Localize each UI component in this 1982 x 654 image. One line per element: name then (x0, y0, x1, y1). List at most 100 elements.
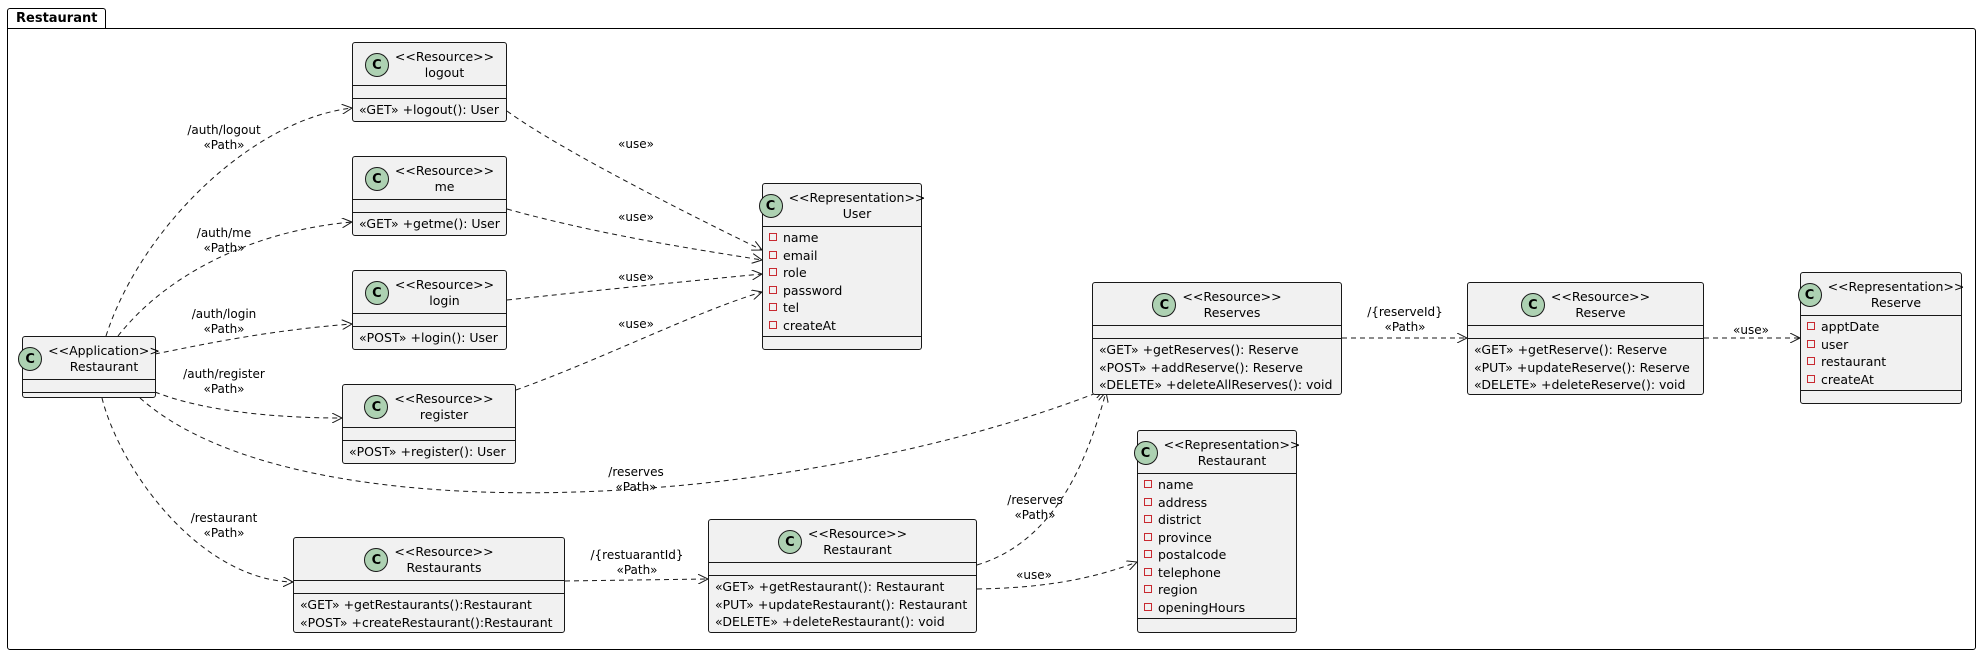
edge-label-use-register: «use» (618, 317, 654, 331)
class-resource-login[interactable]: C <<Resource>> login «POST» +login(): Us… (352, 270, 507, 350)
class-icon: C (758, 194, 783, 218)
class-resource-reserve[interactable]: C <<Resource>> Reserve «GET» +getReserve… (1467, 282, 1704, 395)
edge-label-use-logout: «use» (618, 137, 654, 151)
edge-label-auth-register: /auth/register«Path» (183, 367, 265, 396)
fields-section: apptDate user restaurant createAt (1801, 316, 1961, 391)
edge-label-restaurant: /restaurant«Path» (190, 511, 258, 540)
edge-label-auth-logout: /auth/logout«Path» (187, 123, 261, 152)
edge-label-restaurant-id: /{restuarantId}«Path» (590, 548, 684, 577)
method: «DELETE» +deleteAllReserves(): void (1099, 377, 1333, 392)
stereotype: <<Resource>> (394, 544, 494, 559)
fields-section: name email role password tel createAt (763, 227, 921, 337)
class-icon: C (364, 53, 389, 77)
edge-label-reserve-id: /{reserveId}«Path» (1367, 305, 1443, 334)
class-application-restaurant[interactable]: C <<Application>> Restaurant (18, 336, 160, 398)
stereotype: <<Representation>> (1163, 437, 1301, 452)
fields-section (343, 428, 515, 441)
class-icon: C (18, 347, 43, 371)
class-resource-register[interactable]: C <<Resource>> register «POST» +register… (342, 384, 516, 464)
private-visibility-icon (1807, 357, 1815, 365)
class-icon: C (1520, 293, 1545, 317)
edge-login-user (506, 274, 762, 301)
class-name: User (842, 206, 872, 221)
private-visibility-icon (769, 285, 777, 294)
field: apptDate (1807, 318, 1955, 336)
class-representation-reserve[interactable]: C <<Representation>> Reserve apptDate us… (1797, 272, 1965, 404)
class-resource-restaurants[interactable]: C <<Resource>> Restaurants «GET» +getRes… (293, 537, 565, 633)
edge-app-logout (105, 108, 352, 337)
class-resource-reserves[interactable]: C <<Resource>> Reserves «GET» +getReserv… (1092, 282, 1342, 395)
class-name: Restaurant (823, 542, 892, 557)
field: email (769, 247, 915, 265)
private-visibility-icon (769, 320, 777, 329)
stereotype: <<Resource>> (1182, 289, 1282, 304)
class-resource-me[interactable]: C <<Resource>> me «GET» +getme(): User (352, 156, 507, 236)
class-header: C <<Resource>> me (353, 157, 506, 200)
edge-app-register (154, 391, 342, 418)
method: «POST» +createRestaurant():Restaurant (300, 614, 553, 630)
edge-logout-user (506, 110, 762, 250)
class-representation-user[interactable]: C <<Representation>> User name email rol… (758, 183, 925, 350)
stereotype: <<Resource>> (394, 391, 494, 406)
class-header: C <<Resource>> login (353, 271, 506, 314)
methods-section (763, 337, 921, 349)
method: «GET» +getRestaurants():Restaurant (300, 597, 532, 612)
field: restaurant (1807, 353, 1955, 371)
class-header: C <<Representation>> Restaurant (1133, 431, 1300, 474)
private-visibility-icon (769, 303, 777, 311)
fields-section (23, 380, 155, 393)
fields-section (353, 314, 506, 327)
edge-restaurant-reserves (976, 392, 1106, 566)
class-name: login (429, 293, 460, 308)
class-header: C <<Representation>> User (758, 184, 925, 227)
methods-section (23, 393, 155, 405)
field: password (769, 282, 915, 300)
class-icon: C (364, 167, 389, 191)
field: province (1144, 529, 1290, 547)
class-icon: C (1797, 283, 1822, 307)
field: name (769, 229, 915, 247)
class-representation-restaurant[interactable]: C <<Representation>> Restaurant name add… (1133, 430, 1300, 633)
edge-register-user (515, 292, 762, 391)
method: «GET» +getReserve(): Reserve (1474, 342, 1668, 357)
fields-section: name address district province postalcod… (1138, 474, 1296, 619)
class-resource-logout[interactable]: C <<Resource>> logout «GET» +logout(): U… (352, 42, 507, 122)
fields-section (1468, 326, 1703, 339)
private-visibility-icon (1144, 585, 1152, 593)
class-resource-restaurant[interactable]: C <<Resource>> Restaurant «GET» +getRest… (708, 519, 977, 633)
class-icon: C (364, 395, 389, 419)
edge-restaurants-restaurant (564, 579, 708, 581)
class-header: C <<Resource>> Restaurant (709, 520, 976, 563)
class-icon: C (364, 548, 389, 572)
field: tel (769, 299, 915, 317)
methods-section: «GET» +getRestaurant(): Restaurant «PUT»… (709, 576, 976, 633)
methods-section: «GET» +getReserve(): Reserve «PUT» +upda… (1468, 339, 1703, 396)
class-name: Restaurant (1197, 453, 1267, 468)
methods-section: «GET» +getme(): User (353, 213, 506, 235)
edge-label-reserves-from-restaurant: /reserves«Path» (1007, 493, 1063, 522)
private-visibility-icon (769, 233, 777, 241)
method: «GET» +getme(): User (359, 216, 500, 231)
private-visibility-icon (1144, 480, 1152, 488)
class-name: Reserve (1575, 305, 1626, 320)
package-tab: Restaurant (7, 8, 107, 29)
class-header: C <<Resource>> Reserves (1093, 283, 1341, 326)
fields-section (1093, 326, 1341, 339)
method: «DELETE» +deleteRestaurant(): void (715, 614, 945, 629)
private-visibility-icon (1144, 532, 1152, 541)
method: «GET» +logout(): User (359, 102, 500, 117)
method: «POST» +register(): User (349, 444, 506, 459)
class-icon: C (364, 281, 389, 305)
field: createAt (1807, 371, 1955, 389)
field: address (1144, 494, 1290, 512)
stereotype: <<Representation>> (1827, 279, 1965, 294)
method: «GET» +getReserves(): Reserve (1099, 342, 1299, 357)
class-icon: C (1133, 441, 1158, 465)
edge-restaurant-represt (976, 562, 1137, 590)
private-visibility-icon (1144, 515, 1152, 523)
field: name (1144, 476, 1290, 494)
method: «GET» +getRestaurant(): Restaurant (715, 579, 945, 594)
private-visibility-icon (769, 268, 777, 276)
edge-label-use-restaurant: «use» (1016, 568, 1052, 582)
edge-label-use-login: «use» (618, 270, 654, 284)
